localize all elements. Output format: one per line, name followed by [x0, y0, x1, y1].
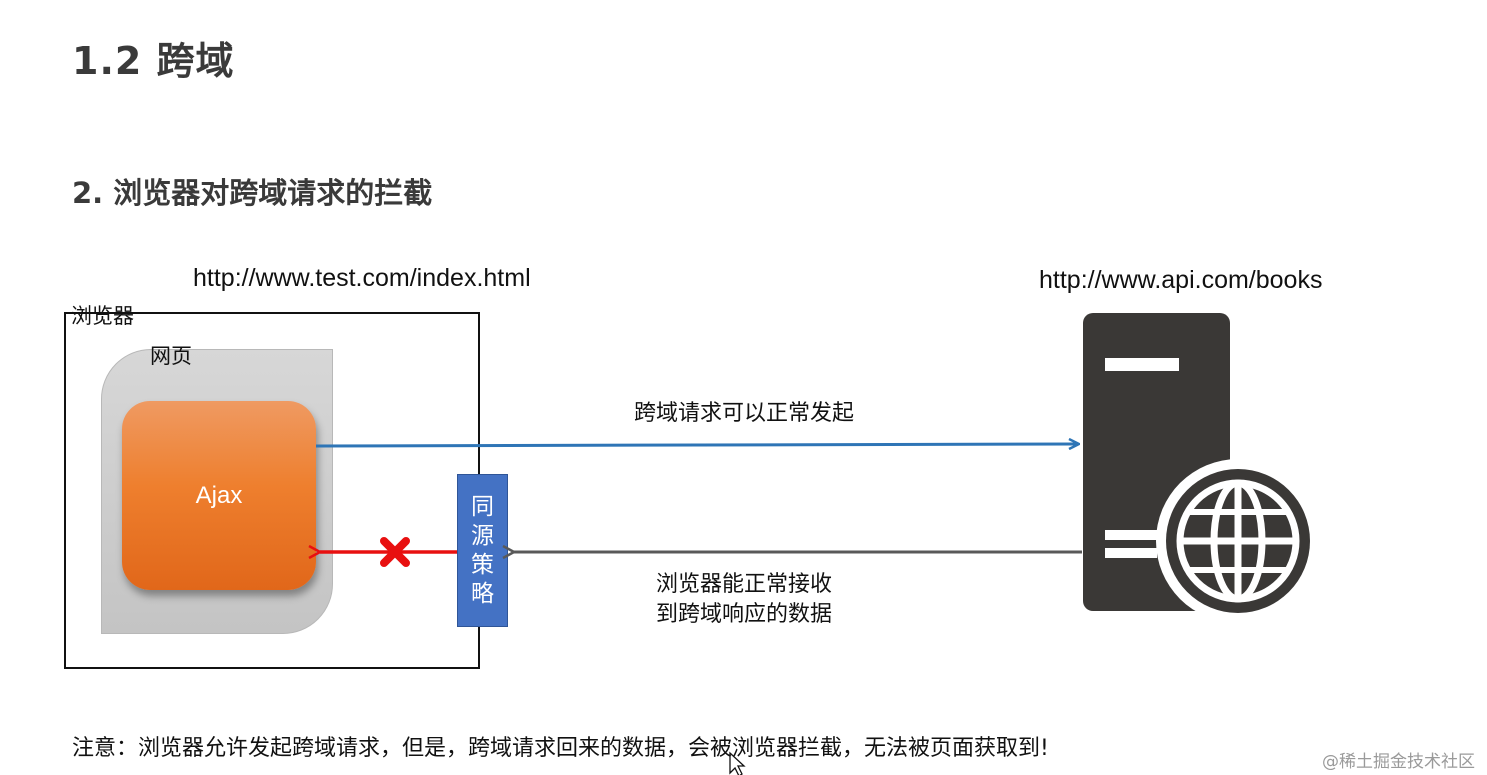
response-label: 浏览器能正常接收 到跨域响应的数据 — [656, 570, 832, 630]
ajax-label: Ajax — [195, 481, 243, 509]
blocked-x-icon — [380, 537, 410, 567]
page-title: 1.2 跨域 — [72, 39, 235, 83]
request-label: 跨域请求可以正常发起 — [634, 401, 855, 426]
response-label-line: 浏览器能正常接收 — [656, 572, 833, 597]
watermark: @稀土掘金技术社区 — [1322, 752, 1475, 772]
policy-char: 同 — [471, 493, 494, 520]
response-label-line: 到跨域响应的数据 — [656, 602, 833, 627]
client-url: http://www.test.com/index.html — [193, 264, 531, 292]
browser-label: 浏览器 — [71, 304, 134, 328]
section-title: 2. 浏览器对跨域请求的拦截 — [72, 176, 433, 210]
policy-char: 策 — [471, 551, 494, 578]
server-url: http://www.api.com/books — [1039, 266, 1323, 294]
policy-char: 源 — [471, 522, 494, 549]
ajax-block: Ajax — [122, 401, 316, 590]
cursor-icon — [729, 751, 746, 775]
webpage-label: 网页 — [150, 344, 192, 368]
policy-char: 略 — [471, 580, 494, 607]
note-text: 注意：浏览器允许发起跨域请求，但是，跨域请求回来的数据，会被浏览器拦截，无法被页… — [72, 736, 1049, 761]
globe-icon — [1156, 459, 1320, 623]
same-origin-policy-block: 同 源 策 略 — [457, 474, 508, 627]
request-arrow — [315, 444, 1078, 446]
